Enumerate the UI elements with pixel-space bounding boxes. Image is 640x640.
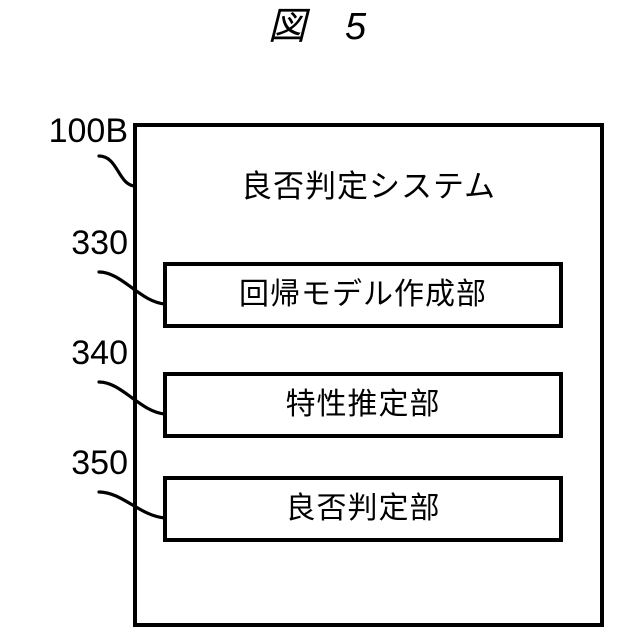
leader-line-100B bbox=[97, 154, 137, 188]
reference-numeral-100B: 100B bbox=[48, 112, 128, 150]
component-box-regression-model-creation: 回帰モデル作成部 bbox=[163, 262, 563, 328]
component-box-characteristic-estimation: 特性推定部 bbox=[163, 372, 563, 438]
component-box-label: 特性推定部 bbox=[285, 388, 441, 421]
reference-numeral-350: 350 bbox=[71, 444, 128, 482]
component-box-pass-fail-judgment: 良否判定部 bbox=[163, 476, 563, 542]
reference-numeral-340: 340 bbox=[71, 334, 128, 372]
figure-title: 図 5 bbox=[267, 6, 373, 48]
component-box-label: 回帰モデル作成部 bbox=[239, 278, 487, 311]
system-title-label: 良否判定システム bbox=[240, 169, 497, 204]
reference-numeral-330: 330 bbox=[71, 224, 128, 262]
component-box-label: 良否判定部 bbox=[285, 492, 441, 525]
